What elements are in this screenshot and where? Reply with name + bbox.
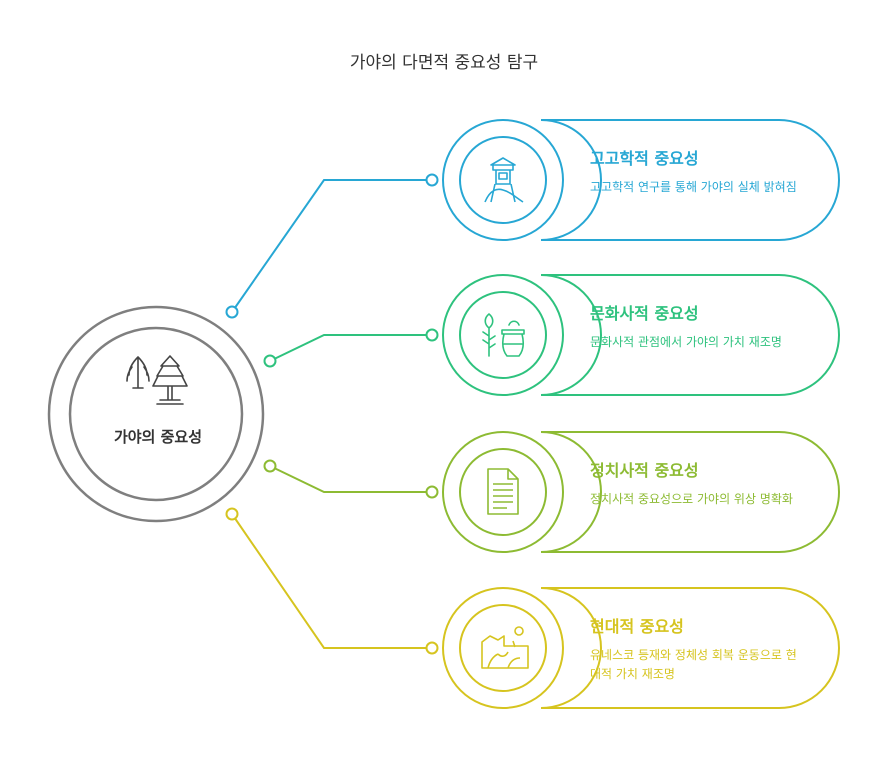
connector-2 xyxy=(269,334,432,362)
card-political xyxy=(442,431,840,553)
center-node xyxy=(47,305,265,523)
card-desc-cultural: 문화사적 관점에서 가야의 가치 재조명 xyxy=(590,335,782,349)
connector-3 xyxy=(269,465,432,493)
connector-dot xyxy=(263,354,277,368)
card-desc-political: 정치사적 중요성으로 가야의 위상 명확화 xyxy=(590,492,793,506)
page-title: 가야의 다면적 중요성 탐구 xyxy=(349,53,539,73)
card-title-archaeological: 고고학적 중요성 xyxy=(590,149,699,168)
card-title-cultural: 문화사적 중요성 xyxy=(590,304,699,323)
connector-dot xyxy=(225,305,239,319)
connector-dot xyxy=(425,485,439,499)
map-icon xyxy=(481,626,529,669)
card-desc-archaeological: 고고학적 연구를 통해 가야의 실체 밝혀짐 xyxy=(590,180,797,194)
trees-pagoda-icon xyxy=(126,355,188,405)
card-desc-modern: 유네스코 등재와 정체성 회복 운동으로 현대적 가치 재조명 xyxy=(590,648,797,681)
plant-pot-icon xyxy=(482,313,525,357)
connector-dot xyxy=(225,507,239,521)
connector-1 xyxy=(231,179,432,313)
card-title-modern: 현대적 중요성 xyxy=(590,617,684,636)
lighthouse-icon xyxy=(484,157,524,203)
connector-dot xyxy=(425,173,439,187)
card-modern xyxy=(442,587,840,709)
connector-dot xyxy=(425,641,439,655)
connector-4 xyxy=(231,513,432,649)
card-archaeological xyxy=(442,119,840,241)
card-cultural xyxy=(442,274,840,396)
connector-dot xyxy=(425,328,439,342)
center-label: 가야의 중요성 xyxy=(113,428,203,446)
document-icon xyxy=(487,468,519,515)
card-title-political: 정치사적 중요성 xyxy=(590,461,699,480)
connector-dot xyxy=(263,459,277,473)
